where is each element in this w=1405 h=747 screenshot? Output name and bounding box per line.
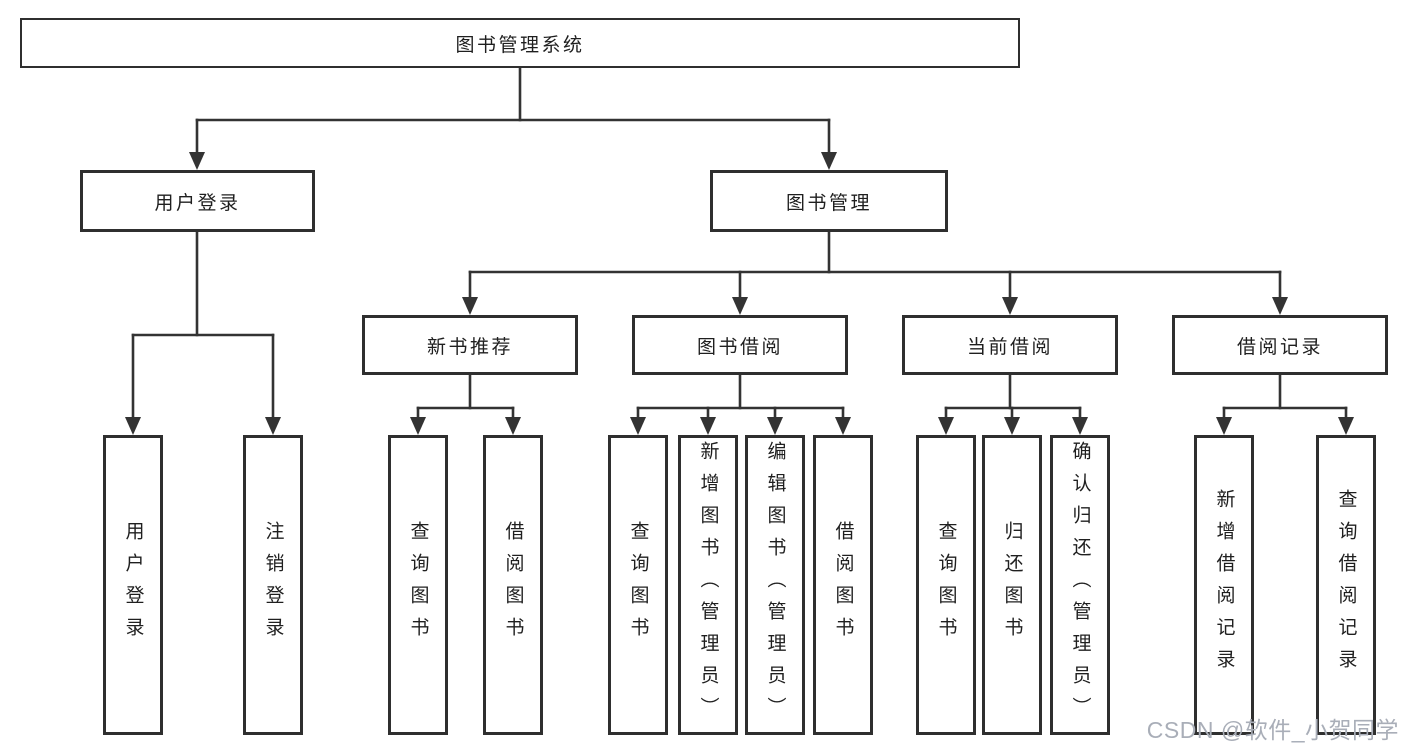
leaf-logout: 注销登录 — [243, 435, 303, 735]
node-label: 新书推荐 — [426, 336, 513, 358]
leaf-user-login: 用户登录 — [103, 435, 163, 735]
leaf-label: 查询图书 — [935, 521, 957, 649]
node-label: 当前借阅 — [966, 336, 1053, 358]
leaf-query-books-3: 查询图书 — [916, 435, 976, 735]
node-user-login: 用户登录 — [80, 170, 315, 232]
leaf-query-books-2: 查询图书 — [608, 435, 668, 735]
node-root-library-system: 图书管理系统 — [20, 18, 1020, 68]
leaf-label: 借阅图书 — [502, 521, 524, 649]
leaf-add-book-admin: 新增图书（管理员） — [678, 435, 738, 735]
leaf-borrow-books-2: 借阅图书 — [813, 435, 873, 735]
leaf-borrow-books-1: 借阅图书 — [483, 435, 543, 735]
leaf-label: 借阅图书 — [832, 521, 854, 649]
node-label: 图书管理系统 — [455, 34, 585, 56]
leaf-label: 新增图书（管理员） — [697, 441, 719, 729]
leaf-confirm-return-admin: 确认归还（管理员） — [1050, 435, 1110, 735]
node-label: 图书管理 — [785, 192, 872, 214]
leaf-label: 编辑图书（管理员） — [764, 441, 786, 729]
csdn-watermark: CSDN @软件_小贺同学 — [1146, 717, 1399, 743]
leaf-label: 新增借阅记录 — [1213, 489, 1235, 681]
leaf-label: 查询图书 — [407, 521, 429, 649]
leaf-query-books-1: 查询图书 — [388, 435, 448, 735]
leaf-add-borrow-record: 新增借阅记录 — [1194, 435, 1254, 735]
leaf-query-borrow-record: 查询借阅记录 — [1316, 435, 1376, 735]
leaf-label: 归还图书 — [1001, 521, 1023, 649]
node-label: 借阅记录 — [1236, 336, 1323, 358]
leaf-label: 用户登录 — [122, 521, 144, 649]
node-new-book-recommend: 新书推荐 — [362, 315, 578, 375]
leaf-edit-book-admin: 编辑图书（管理员） — [745, 435, 805, 735]
node-borrow-records: 借阅记录 — [1172, 315, 1388, 375]
leaf-label: 确认归还（管理员） — [1069, 441, 1091, 729]
leaf-label: 查询借阅记录 — [1335, 489, 1357, 681]
node-book-management: 图书管理 — [710, 170, 948, 232]
node-book-borrow: 图书借阅 — [632, 315, 848, 375]
leaf-label: 查询图书 — [627, 521, 649, 649]
node-label: 图书借阅 — [696, 336, 783, 358]
node-label: 用户登录 — [154, 192, 241, 214]
leaf-label: 注销登录 — [262, 521, 284, 649]
leaf-return-books: 归还图书 — [982, 435, 1042, 735]
node-current-borrow: 当前借阅 — [902, 315, 1118, 375]
